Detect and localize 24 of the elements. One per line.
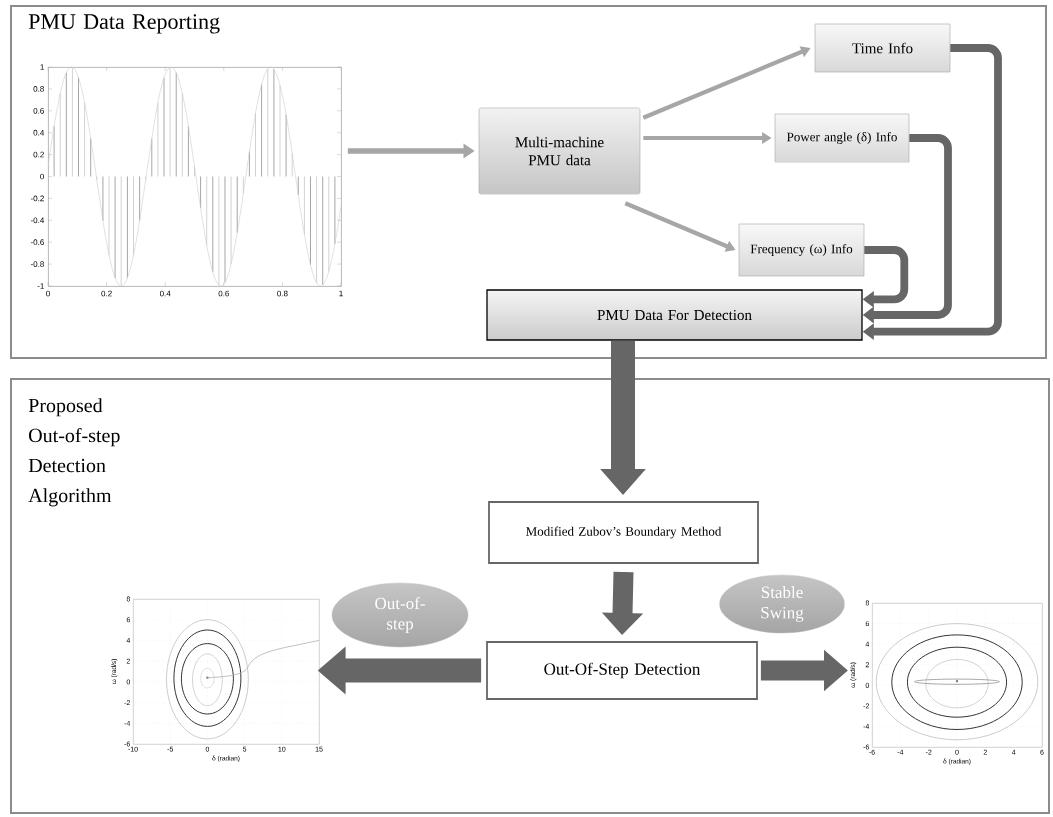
process-box: Modified Zubov’s Boundary Method (488, 501, 759, 564)
tick-label: 1 (339, 290, 343, 297)
info-box: Power angle (δ) Info (774, 113, 910, 163)
tick-label: 0.2 (33, 151, 44, 158)
tick-label: -0.8 (30, 261, 44, 267)
tick-label: -1 (37, 283, 44, 289)
tick-label: 0.2 (101, 290, 112, 297)
info-box: Time Info (814, 23, 951, 73)
tick-label: 0 (40, 173, 44, 180)
tick-label: -0.4 (30, 217, 45, 224)
process-box: PMU Data For Detection (486, 289, 863, 341)
process-box: Out-Of-Step Detection (486, 641, 758, 700)
tick-label: 0.8 (277, 290, 288, 297)
tick-label: 0.8 (33, 86, 44, 92)
tick-label: 0.6 (33, 107, 44, 114)
tick-label: 0 (46, 290, 50, 297)
process-box: Multi-machine PMU data (478, 107, 641, 195)
info-box: Frequency (ω) Info (738, 223, 865, 277)
tick-label: -0.6 (30, 239, 44, 246)
tick-label: 0.4 (159, 290, 171, 297)
tick-label: -0.2 (30, 195, 44, 202)
tick-label: 1 (40, 64, 44, 70)
tick-label: 0.4 (33, 129, 45, 136)
tick-label: 0.6 (218, 290, 229, 297)
